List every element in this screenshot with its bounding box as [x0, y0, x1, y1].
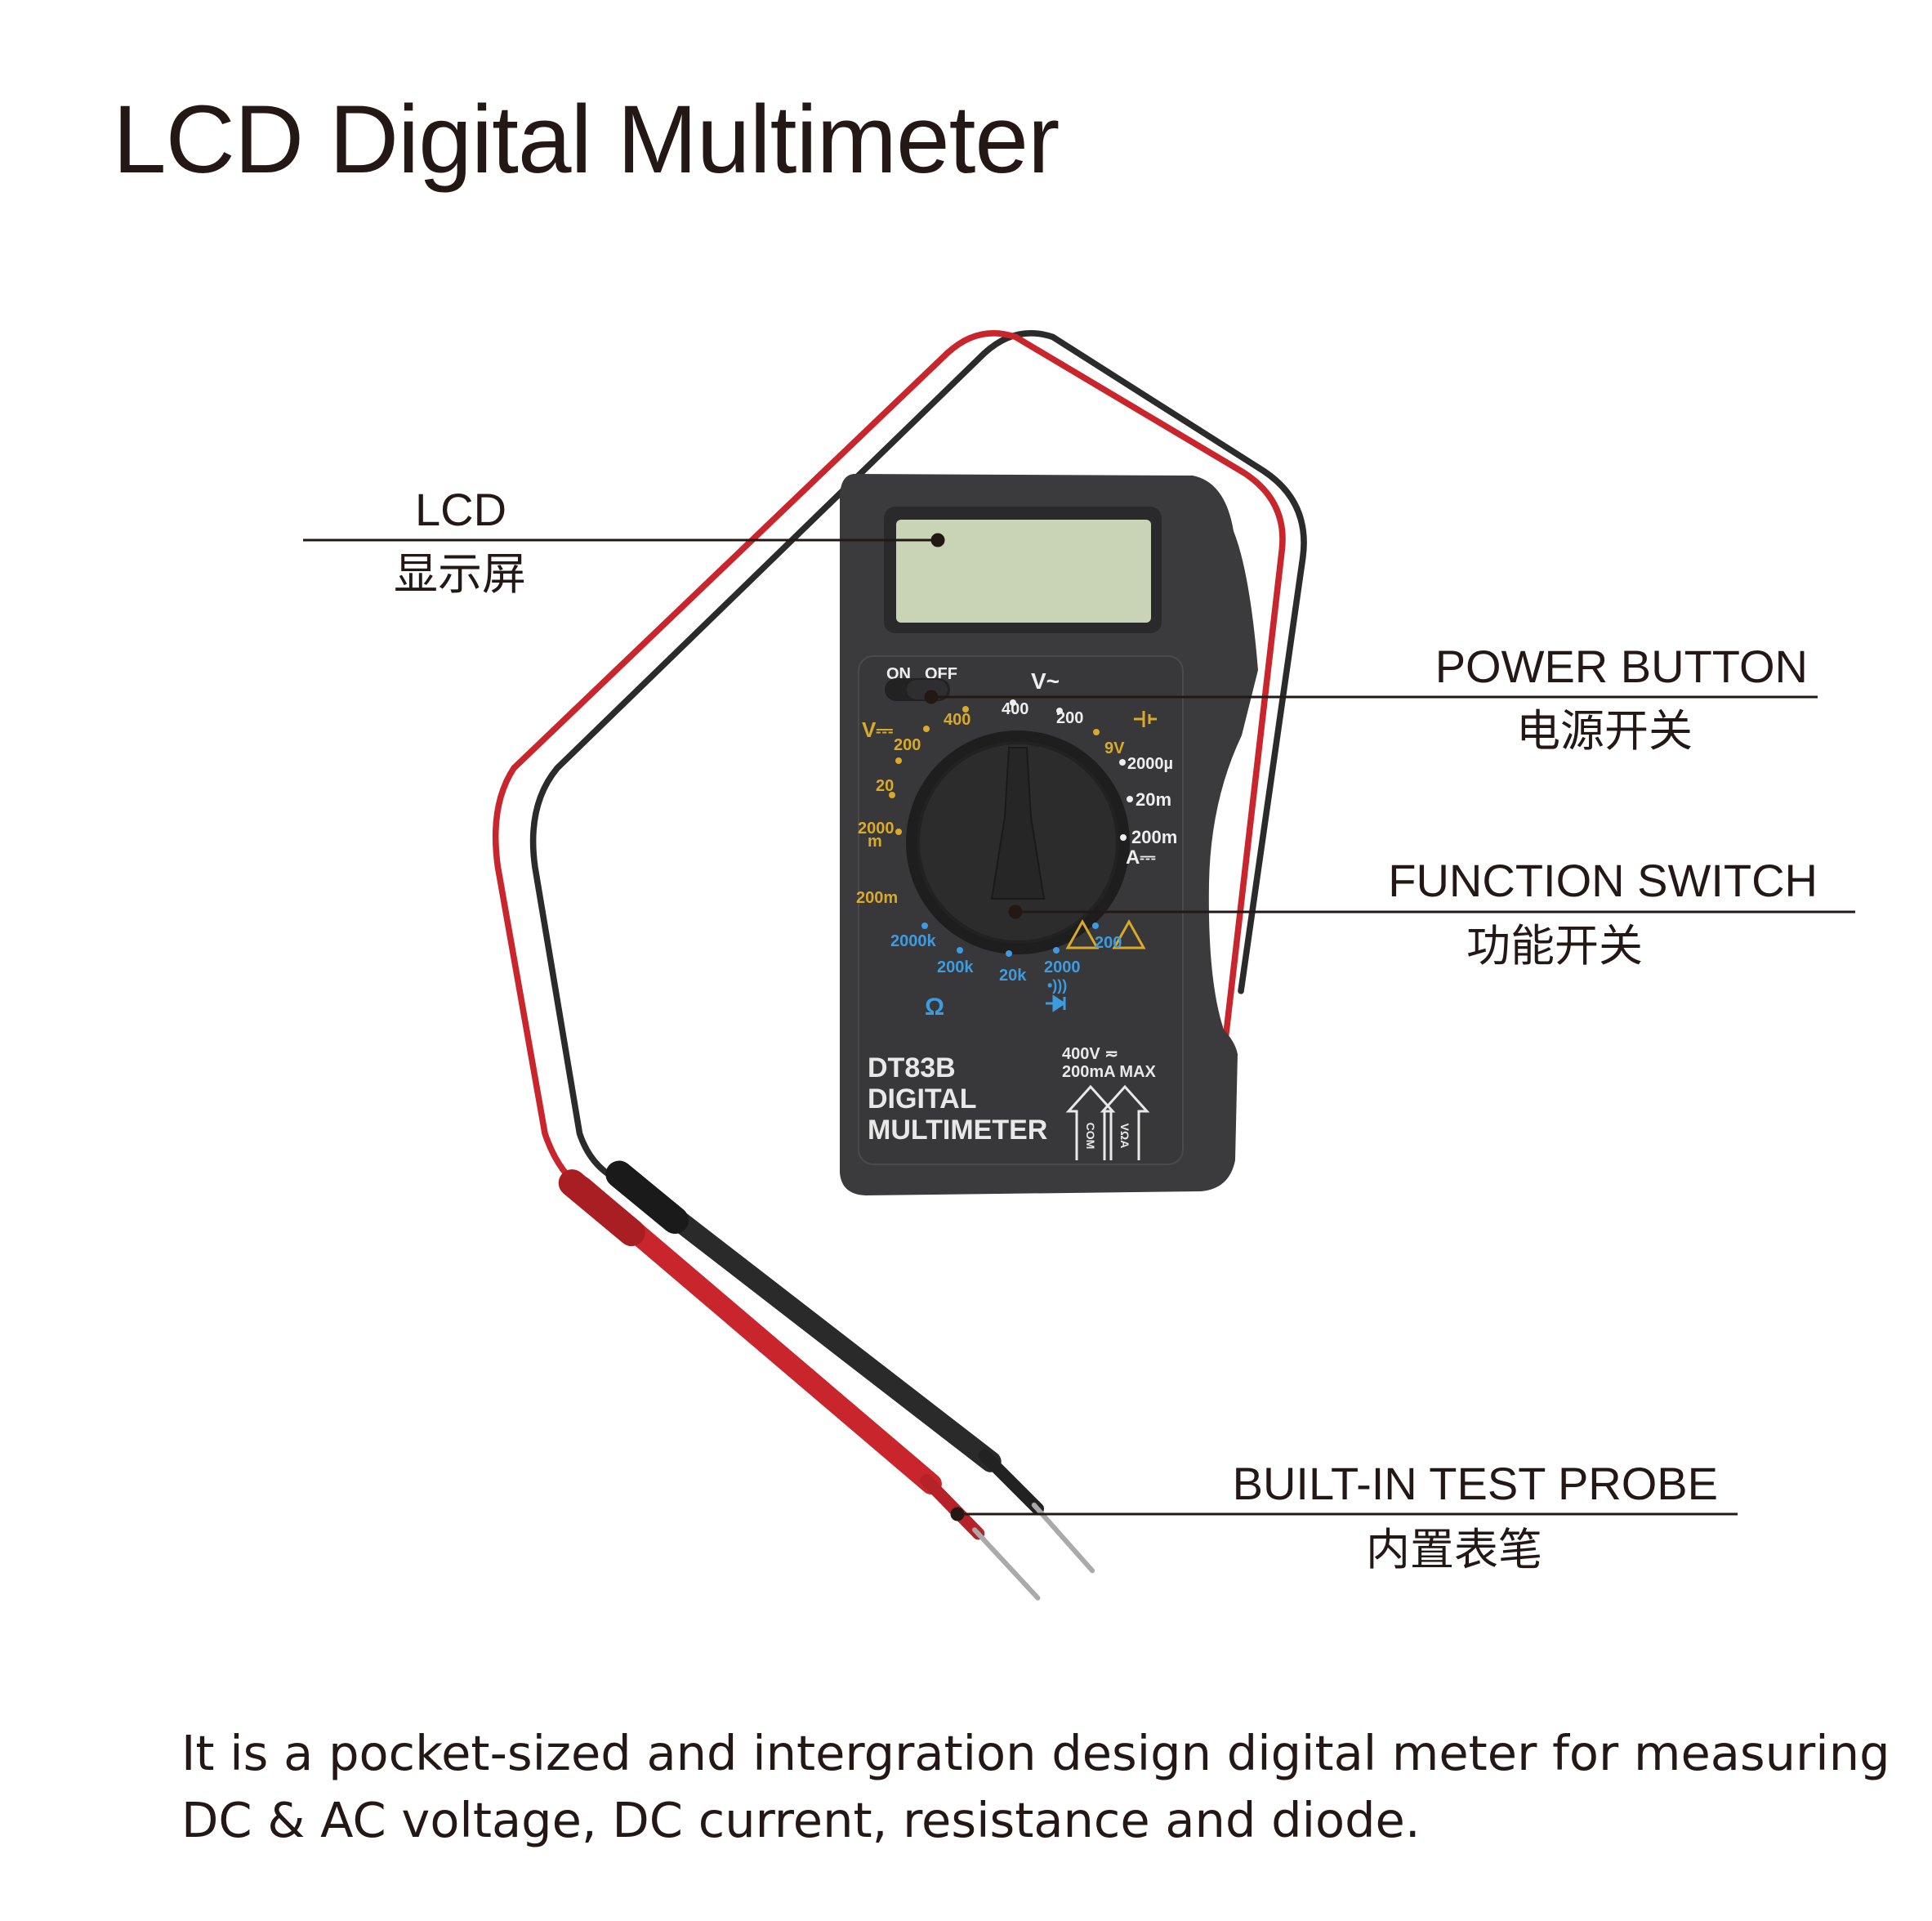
jack-icons: [1065, 1084, 1150, 1160]
com-jack-label[interactable]: COM: [1084, 1123, 1097, 1150]
brand-label: DIGITAL: [868, 1083, 976, 1115]
lcd-screen: [896, 520, 1151, 623]
power-button-label: POWER BUTTON: [1434, 641, 1808, 692]
range-label: 200m: [856, 889, 898, 907]
black-probe-tip: [1031, 1502, 1095, 1574]
range-label: 200: [1056, 709, 1083, 727]
vdc-label: V⎓: [862, 717, 893, 742]
range-label: 20: [876, 777, 894, 795]
range-label: 200k: [937, 958, 974, 976]
ohm-label: Ω: [925, 994, 944, 1021]
battery-range-label: 9V: [1104, 739, 1125, 757]
range-label: 20k: [999, 967, 1027, 985]
test-probe-label-zh: 内置表笔: [1366, 1524, 1542, 1575]
red-probe-tip: [972, 1527, 1041, 1601]
function-switch-label-zh: 功能开关: [1466, 920, 1643, 972]
range-label: 20m: [1136, 789, 1171, 810]
range-label: 200: [1095, 934, 1122, 952]
warning-icon: [1065, 918, 1146, 949]
red-probe-grip: [558, 1169, 645, 1247]
range-label: 200m: [1131, 827, 1177, 847]
red-wire: [492, 329, 1286, 1193]
dial-pointer: [990, 747, 1046, 900]
description: It is a pocket-sized and intergration de…: [181, 1720, 1890, 1854]
description-line: It is a pocket-sized and intergration de…: [181, 1725, 1890, 1781]
continuity-icon: •))): [1047, 977, 1067, 994]
range-label: 2000k: [890, 932, 936, 950]
page-title: LCD Digital Multimeter: [113, 86, 1060, 194]
power-button-label-zh: 电源开关: [1516, 705, 1693, 757]
adc-label: A⎓: [1126, 847, 1155, 869]
range-label: 200: [894, 736, 921, 754]
max-rating: 400V ≂: [1062, 1045, 1118, 1063]
range-label: m: [868, 833, 882, 851]
range-label: 2000: [858, 820, 895, 838]
description-line: DC & AC voltage, DC current, resistance …: [181, 1792, 1421, 1848]
model-label: DT83B: [868, 1052, 956, 1083]
lcd-label: LCD: [415, 484, 507, 535]
vohm-jack-label[interactable]: VΩA: [1118, 1124, 1131, 1149]
function-switch-label: FUNCTION SWITCH: [1388, 855, 1818, 906]
battery-icon: [1134, 711, 1157, 727]
black-probe-grip: [605, 1160, 689, 1234]
max-rating: 200mA MAX: [1062, 1063, 1157, 1081]
range-label: 400: [1002, 700, 1028, 718]
range-label: 400: [944, 711, 970, 729]
lcd-label-zh: 显示屏: [394, 548, 526, 600]
test-probe-label: BUILT-IN TEST PROBE: [1232, 1458, 1718, 1509]
diode-icon: [1046, 994, 1066, 1012]
black-wire: [529, 329, 1307, 1186]
vac-label: V~: [1031, 668, 1060, 694]
brand-label: MULTIMETER: [868, 1115, 1047, 1146]
range-label: 2000: [1044, 958, 1081, 976]
range-label: 2000µ: [1127, 755, 1173, 773]
